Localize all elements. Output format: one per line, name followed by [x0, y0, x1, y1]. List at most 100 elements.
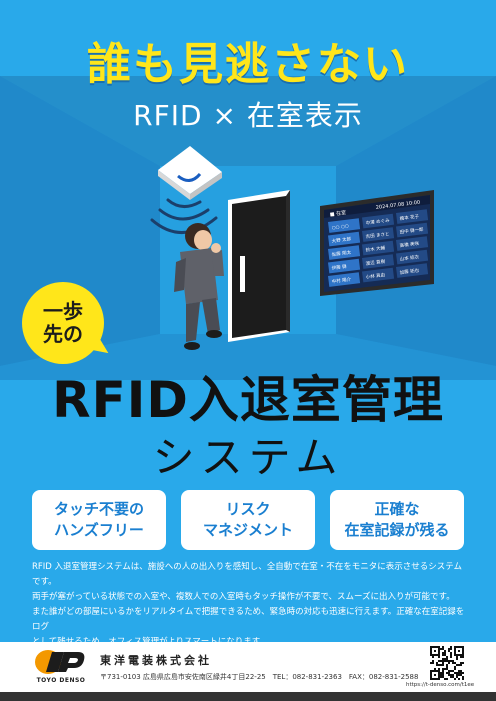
monitor-cell-label: 吉田 まさと	[365, 230, 390, 240]
feature-label: マネジメント	[202, 521, 293, 539]
qr-module	[458, 650, 460, 652]
qr-module	[458, 678, 460, 680]
feature-accurate-record: 正確な 在室記録が残る	[330, 490, 464, 550]
qr-code-icon[interactable]	[430, 646, 464, 680]
qr-module	[450, 654, 452, 656]
qr-module	[450, 676, 452, 678]
qr-module	[454, 652, 456, 654]
qr-module	[442, 676, 444, 678]
qr-module	[446, 656, 448, 658]
monitor-cell-label: 小林 真由	[365, 271, 385, 280]
monitor-cell-label: 田中 健一郎	[399, 226, 424, 236]
description-line: 両手が塞がっている状態での入室や、複数人での入室時もタッチ操作が不要で、スムーズ…	[32, 592, 455, 602]
qr-module	[436, 670, 438, 672]
qr-module	[438, 660, 440, 662]
qr-module	[446, 678, 448, 680]
monitor-cell-label: 山本 結衣	[399, 253, 420, 262]
website-url[interactable]: https://t-denso.com/t1ee	[406, 682, 475, 688]
qr-module	[460, 664, 462, 666]
monitor-cell	[361, 254, 395, 269]
qr-module	[448, 674, 450, 676]
subhead: RFID × 在室表示	[133, 99, 363, 132]
qr-module	[442, 660, 444, 662]
person-illustration	[174, 223, 224, 350]
monitor-header-left: ■ 在室	[329, 209, 346, 218]
qr-module	[460, 672, 462, 674]
qr-module	[430, 646, 432, 648]
ceiling	[0, 76, 496, 166]
qr-module	[452, 676, 454, 678]
qr-module	[452, 662, 454, 664]
feature-risk-management: リスク マネジメント	[181, 490, 315, 550]
qr-module	[460, 662, 462, 664]
qr-module	[432, 654, 434, 656]
qr-module	[436, 662, 438, 664]
qr-module	[456, 676, 458, 678]
qr-module	[444, 668, 446, 670]
qr-module	[434, 646, 436, 648]
qr-module	[432, 662, 434, 664]
qr-module	[462, 656, 464, 658]
qr-module	[444, 678, 446, 680]
qr-module	[438, 654, 440, 656]
qr-module	[456, 656, 458, 658]
qr-module	[456, 654, 458, 656]
qr-module	[442, 652, 444, 654]
qr-module	[450, 656, 452, 658]
monitor-cell	[328, 218, 361, 233]
monitor-cell-label: 伊藤 健	[331, 263, 347, 272]
qr-module	[456, 674, 458, 676]
qr-module	[438, 652, 440, 654]
floor	[0, 334, 496, 380]
monitor-cell	[395, 249, 429, 265]
qr-module	[430, 662, 432, 664]
monitor-cell-label: 加藤 拓也	[399, 267, 420, 276]
qr-module	[442, 658, 444, 660]
monitor-cell-label: ○○ ○○	[332, 224, 350, 231]
qr-module	[440, 648, 442, 650]
qr-module	[438, 670, 440, 672]
qr-module	[446, 664, 448, 666]
qr-module	[434, 654, 436, 656]
qr-module	[434, 678, 436, 680]
company-address: 〒731-0103 広島県広島市安佐南区緑井4丁目22-25 TEL：082-8…	[100, 673, 419, 681]
company-name: 東洋電装株式会社	[100, 654, 212, 667]
monitor-cell-label: 高橋 美咲	[399, 240, 420, 249]
qr-module	[450, 670, 452, 672]
badge: 一歩 先の	[22, 282, 104, 364]
qr-module	[438, 648, 440, 650]
qr-module	[454, 654, 456, 656]
signal-waves-icon	[150, 198, 218, 234]
monitor-cell	[395, 222, 429, 238]
qr-module	[442, 674, 444, 676]
qr-module	[462, 652, 464, 654]
monitor-cell	[362, 240, 395, 256]
qr-module	[430, 650, 432, 652]
qr-module	[434, 668, 436, 670]
qr-module	[442, 664, 444, 666]
qr-module	[448, 662, 450, 664]
qr-module	[444, 652, 446, 654]
qr-module	[446, 660, 448, 662]
qr-module	[456, 658, 458, 660]
bottom-bar	[0, 692, 496, 701]
monitor-cell	[395, 263, 429, 278]
qr-module	[440, 664, 442, 666]
qr-module	[462, 662, 464, 664]
qr-module	[438, 646, 440, 648]
feature-label: リスク	[225, 500, 271, 518]
qr-module	[430, 674, 432, 676]
feature-label: 在室記録が残る	[344, 521, 450, 539]
qr-module	[432, 670, 434, 672]
qr-module	[436, 646, 438, 648]
qr-module	[446, 658, 448, 660]
qr-module	[458, 670, 460, 672]
description-line: RFID 入退室管理システムは、施設への人の出入りを感知し、全自動で在室・不在を…	[32, 562, 463, 587]
qr-module	[430, 670, 432, 672]
qr-module	[458, 674, 460, 676]
qr-module	[438, 672, 440, 674]
qr-module	[450, 646, 452, 648]
qr-module	[436, 678, 438, 680]
qr-module	[438, 650, 440, 652]
qr-module	[460, 646, 462, 648]
